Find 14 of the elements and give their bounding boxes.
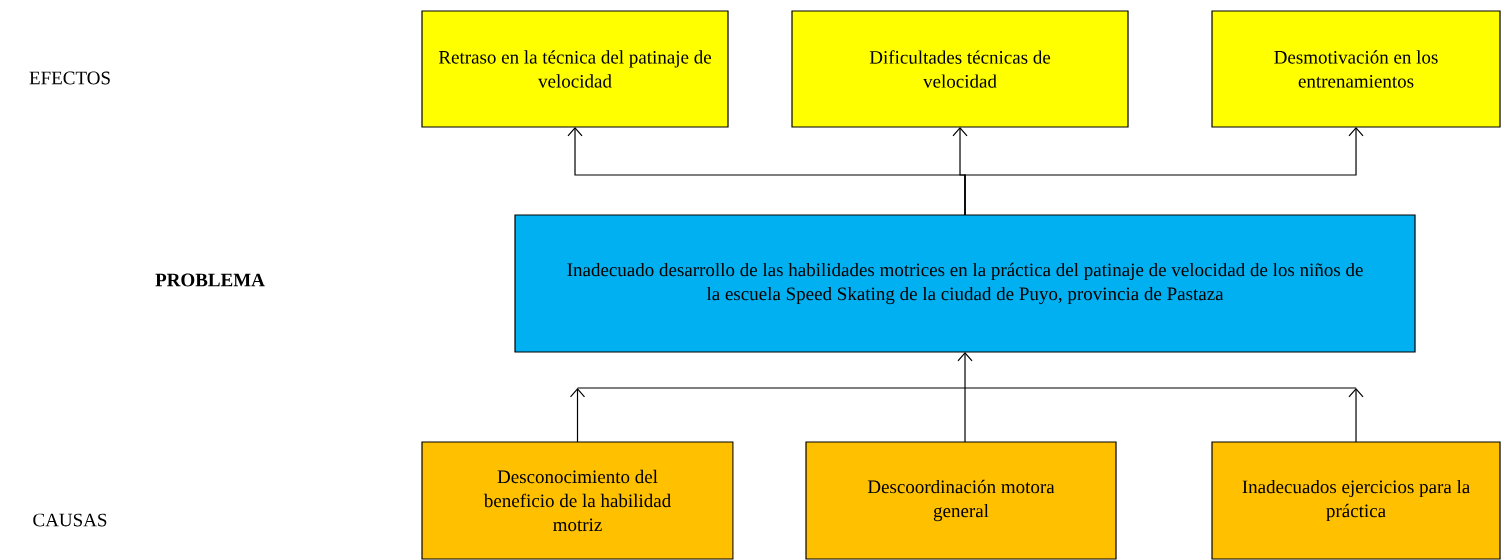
cause-box: Descoordinación motora general bbox=[805, 441, 1117, 560]
effect-box: Dificultades técnicas de velocidad bbox=[791, 10, 1129, 128]
problem-box: Inadecuado desarrollo de las habilidades motrices en la práctica del patinaje de velocidad de los niños de la escuela Speed Skating de la ciudad de Puyo, provincia de Pastaza bbox=[514, 214, 1416, 353]
row-label: PROBLEMA bbox=[155, 273, 265, 287]
arrow bbox=[569, 388, 586, 443]
arrow bbox=[964, 127, 1364, 216]
cause-box: Inadecuados ejercicios para la práctica bbox=[1211, 441, 1501, 560]
effect-box: Retraso en la técnica del patinaje de velocidad bbox=[421, 10, 729, 128]
cause-box: Desconocimiento del beneficio de la habilidad motriz bbox=[421, 441, 734, 560]
arrow bbox=[957, 352, 973, 443]
arrow bbox=[1348, 388, 1364, 443]
row-label: CAUSAS bbox=[33, 513, 107, 527]
effect-box: Desmotivación en los entrenamientos bbox=[1211, 10, 1501, 128]
row-label: EFECTOS bbox=[29, 71, 110, 85]
